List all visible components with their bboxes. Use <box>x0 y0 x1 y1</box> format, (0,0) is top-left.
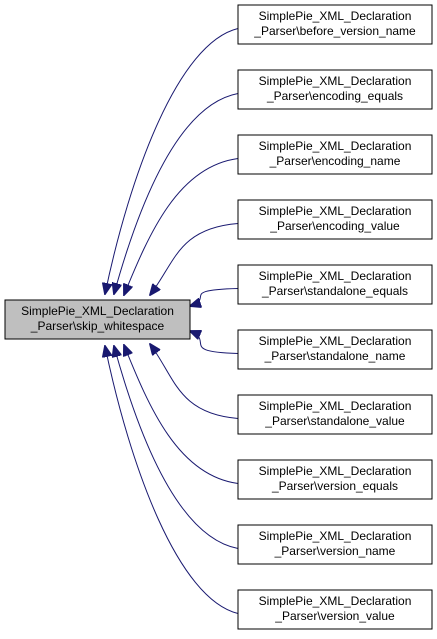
call-edge-8 <box>124 345 239 484</box>
call-edge-2 <box>114 93 239 295</box>
caller-node-label-line2: _Parser\standalone_value <box>264 414 405 428</box>
caller-node-label-line2: _Parser\encoding_value <box>269 219 400 233</box>
caller-node-label-line2: _Parser\version_value <box>274 609 395 623</box>
caller-node-label-line1: SimplePie_XML_Declaration <box>259 204 412 218</box>
caller-node-box <box>237 329 433 370</box>
focus-node-box <box>4 299 191 340</box>
caller-node-box <box>237 394 433 435</box>
caller-node-label-line2: _Parser\version_name <box>274 544 396 558</box>
caller-node-4[interactable]: SimplePie_XML_Declaration_Parser\encodin… <box>237 199 433 240</box>
call-edge-7 <box>150 344 239 419</box>
caller-node-label-line1: SimplePie_XML_Declaration <box>259 269 412 283</box>
caller-node-10[interactable]: SimplePie_XML_Declaration_Parser\version… <box>237 589 433 630</box>
caller-node-box <box>237 524 433 565</box>
caller-node-7[interactable]: SimplePie_XML_Declaration_Parser\standal… <box>237 394 433 435</box>
caller-node-3[interactable]: SimplePie_XML_Declaration_Parser\encodin… <box>237 134 433 175</box>
caller-node-2[interactable]: SimplePie_XML_Declaration_Parser\encodin… <box>237 69 433 110</box>
call-edge-1 <box>105 28 239 295</box>
caller-node-label-line2: _Parser\before_version_name <box>253 24 416 38</box>
caller-node-label-line1: SimplePie_XML_Declaration <box>259 464 412 478</box>
caller-node-box <box>237 459 433 500</box>
caller-node-6[interactable]: SimplePie_XML_Declaration_Parser\standal… <box>237 329 433 370</box>
call-edge-6 <box>190 331 239 354</box>
caller-node-label-line1: SimplePie_XML_Declaration <box>259 529 412 543</box>
focus-node-label-line2: _Parser\skip_whitespace <box>30 319 165 333</box>
caller-node-label-line2: _Parser\standalone_equals <box>261 284 408 298</box>
caller-node-label-line2: _Parser\encoding_equals <box>266 89 403 103</box>
call-edge-9 <box>114 346 239 549</box>
caller-node-box <box>237 199 433 240</box>
caller-node-8[interactable]: SimplePie_XML_Declaration_Parser\version… <box>237 459 433 500</box>
focus-node[interactable]: SimplePie_XML_Declaration _Parser\skip_w… <box>4 299 191 340</box>
call-edge-4 <box>150 223 239 296</box>
caller-node-label-line1: SimplePie_XML_Declaration <box>259 334 412 348</box>
caller-node-label-line1: SimplePie_XML_Declaration <box>259 139 412 153</box>
caller-node-box <box>237 4 433 45</box>
caller-node-label-line2: _Parser\standalone_name <box>264 349 406 363</box>
call-edge-10 <box>105 346 239 614</box>
caller-node-label-line1: SimplePie_XML_Declaration <box>259 9 412 23</box>
caller-node-1[interactable]: SimplePie_XML_Declaration_Parser\before_… <box>237 4 433 45</box>
caller-node-5[interactable]: SimplePie_XML_Declaration_Parser\standal… <box>237 264 433 305</box>
graph-nodes: SimplePie_XML_Declaration _Parser\skip_w… <box>4 4 433 630</box>
caller-node-label-line1: SimplePie_XML_Declaration <box>259 74 412 88</box>
call-edge-3 <box>124 158 239 296</box>
caller-node-box <box>237 69 433 110</box>
caller-node-box <box>237 134 433 175</box>
call-edge-5 <box>190 288 239 307</box>
caller-node-box <box>237 589 433 630</box>
call-edges <box>105 28 239 614</box>
focus-node-label-line1: SimplePie_XML_Declaration <box>21 304 174 318</box>
caller-node-label-line1: SimplePie_XML_Declaration <box>259 399 412 413</box>
caller-node-label-line1: SimplePie_XML_Declaration <box>259 594 412 608</box>
caller-node-label-line2: _Parser\encoding_name <box>269 154 401 168</box>
caller-node-label-line2: _Parser\version_equals <box>271 479 398 493</box>
caller-node-box <box>237 264 433 305</box>
caller-node-9[interactable]: SimplePie_XML_Declaration_Parser\version… <box>237 524 433 565</box>
